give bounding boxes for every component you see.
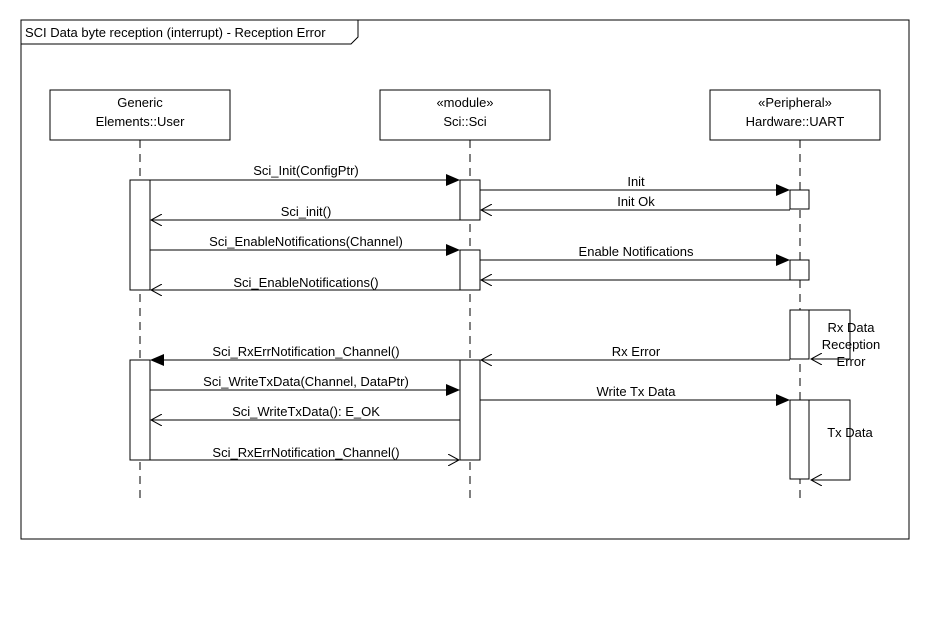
msg-rx-err-notification-return-label: Sci_RxErrNotification_Channel() bbox=[212, 445, 399, 460]
msg-init-ok-label: Init Ok bbox=[617, 194, 655, 209]
activation-uart-2 bbox=[789, 259, 810, 281]
msg-enable-notifications-label: Enable Notifications bbox=[579, 244, 694, 259]
activation-sci-1 bbox=[459, 179, 481, 221]
msg-sci-init-label: Sci_Init(ConfigPtr) bbox=[253, 163, 358, 178]
lifeline-sci-line2: Sci::Sci bbox=[443, 114, 486, 129]
note-rx-line2: Reception bbox=[822, 337, 881, 352]
activation-uart-3 bbox=[789, 309, 810, 360]
note-rx-line3: Error bbox=[837, 354, 867, 369]
activation-user-2 bbox=[129, 359, 151, 461]
activation-sci-3 bbox=[459, 359, 481, 461]
lifeline-uart-line2: Hardware::UART bbox=[746, 114, 845, 129]
msg-write-tx-call-label: Sci_WriteTxData(Channel, DataPtr) bbox=[203, 374, 409, 389]
activation-sci-2 bbox=[459, 249, 481, 291]
lifeline-head-sci[interactable]: «module» Sci::Sci bbox=[379, 89, 551, 141]
lifeline-sci-line1: «module» bbox=[436, 95, 493, 110]
frame-title-tab bbox=[21, 20, 359, 45]
note-tx: Tx Data bbox=[827, 425, 873, 440]
msg-rx-err-notification-label: Sci_RxErrNotification_Channel() bbox=[212, 344, 399, 359]
activation-uart-4 bbox=[789, 399, 810, 480]
msg-enable-return-label: Sci_EnableNotifications() bbox=[233, 275, 378, 290]
msg-write-tx-data-label: Write Tx Data bbox=[597, 384, 677, 399]
lifeline-uart-line1: «Peripheral» bbox=[758, 95, 832, 110]
note-rx-line1: Rx Data bbox=[828, 320, 876, 335]
lifeline-user-line2: Elements::User bbox=[96, 114, 186, 129]
msg-write-tx-return-label: Sci_WriteTxData(): E_OK bbox=[232, 404, 380, 419]
msg-sci-init-return-label: Sci_init() bbox=[281, 204, 332, 219]
activation-user-1 bbox=[129, 179, 151, 291]
msg-init-label: Init bbox=[627, 174, 645, 189]
msg-rx-error-label: Rx Error bbox=[612, 344, 661, 359]
msg-enable-call-label: Sci_EnableNotifications(Channel) bbox=[209, 234, 403, 249]
lifeline-head-uart[interactable]: «Peripheral» Hardware::UART bbox=[709, 89, 881, 141]
lifeline-user-line1: Generic bbox=[117, 95, 163, 110]
lifeline-head-user[interactable]: Generic Elements::User bbox=[49, 89, 231, 141]
activation-uart-1 bbox=[789, 189, 810, 210]
self-message-rx-error bbox=[809, 309, 851, 359]
frame-title: SCI Data byte reception (interrupt) - Re… bbox=[25, 25, 326, 40]
self-message-tx-data bbox=[809, 399, 851, 480]
